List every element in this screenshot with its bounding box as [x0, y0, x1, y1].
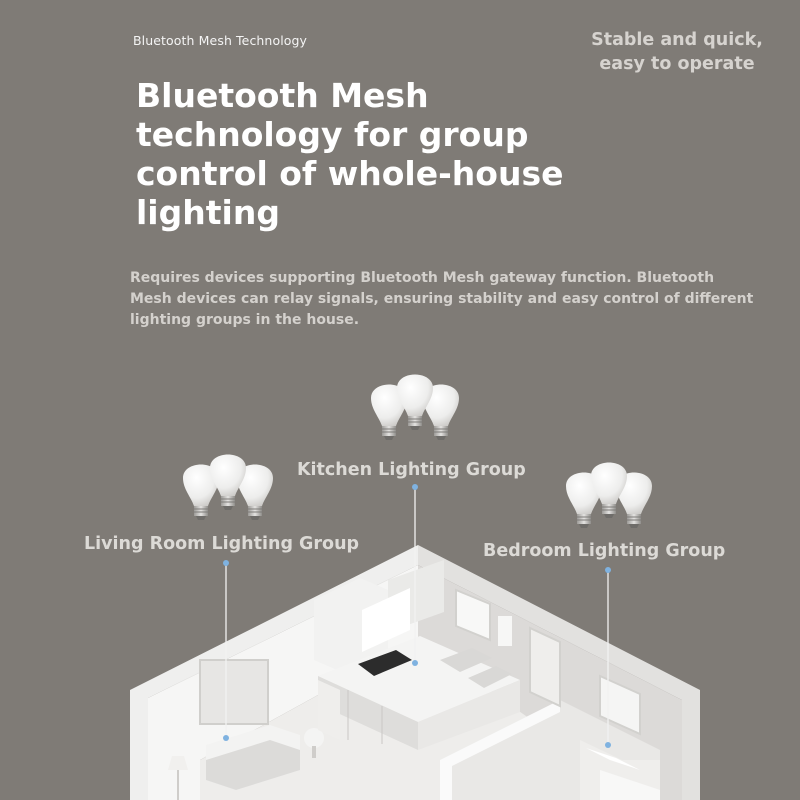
eyebrow-label: Bluetooth Mesh Technology: [133, 33, 308, 48]
bedroom: [580, 674, 660, 800]
living-room: [168, 659, 324, 800]
kitchen: [314, 560, 561, 750]
group-connectors: [223, 484, 611, 748]
kitchen-group-label: Kitchen Lighting Group: [297, 460, 526, 480]
headline-line-2: technology for group: [136, 115, 529, 154]
bulb-icon: [590, 462, 628, 519]
bulb-icon: [396, 374, 434, 431]
living-bulb-cluster: [182, 454, 274, 521]
bedroom-group-label: Bedroom Lighting Group: [483, 541, 726, 561]
tagline-line-2: easy to operate: [599, 54, 755, 74]
bedroom-connector-dot-top: [605, 567, 611, 573]
tagline-line-1: Stable and quick,: [591, 30, 763, 50]
living-room-group-label: Living Room Lighting Group: [84, 534, 360, 554]
bedroom-bulb-cluster: [565, 462, 653, 529]
tagline: Stable and quick, easy to operate: [572, 28, 782, 76]
kitchen-bulb-cluster: [370, 374, 460, 441]
living-connector-dot-top: [223, 560, 229, 566]
bulb-icon: [209, 454, 247, 511]
headline: Bluetooth Mesh technology for group cont…: [136, 76, 606, 232]
description: Requires devices supporting Bluetooth Me…: [130, 268, 790, 331]
kitchen-connector-dot-top: [412, 484, 418, 490]
headline-line-4: lighting: [136, 193, 280, 232]
description-line-3: lighting groups in the house.: [130, 312, 360, 328]
kitchen-connector-dot-bottom: [412, 660, 418, 666]
description-line-1: Requires devices supporting Bluetooth Me…: [130, 270, 715, 286]
bedroom-connector-dot-bottom: [605, 742, 611, 748]
headline-line-1: Bluetooth Mesh: [136, 76, 429, 115]
headline-line-3: control of whole-house: [136, 154, 564, 193]
description-line-2: Mesh devices can relay signals, ensuring…: [130, 291, 754, 307]
living-connector-dot-bottom: [223, 735, 229, 741]
